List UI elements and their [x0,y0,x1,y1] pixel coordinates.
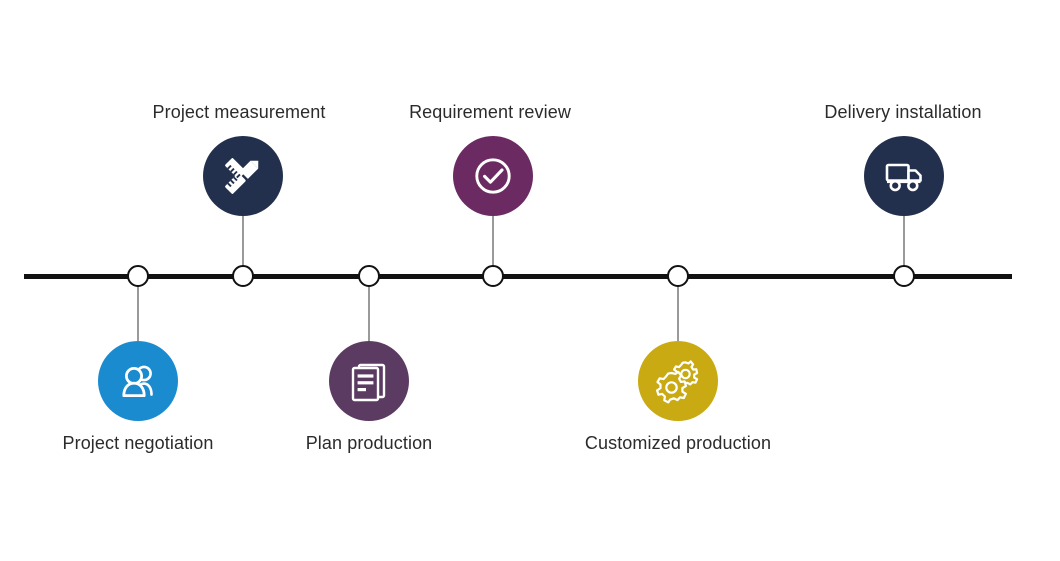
delivery-truck-icon [881,153,927,199]
step-label-2: Project measurement [152,102,326,122]
pencil-ruler-icon [220,153,266,199]
step-icon-disc-6[interactable] [864,136,944,216]
step-label-6: Delivery installation [824,102,982,122]
step-icon-disc-5[interactable] [638,341,718,421]
timeline-node-4[interactable] [482,265,504,287]
timeline-node-5[interactable] [667,265,689,287]
connector-stem-2 [242,216,244,278]
step-icon-disc-2[interactable] [203,136,283,216]
connector-stem-1 [137,277,139,341]
timeline-node-1[interactable] [127,265,149,287]
step-label-4: Requirement review [409,102,571,122]
timeline-node-2[interactable] [232,265,254,287]
step-label-3: Plan production [305,433,433,453]
timeline-node-6[interactable] [893,265,915,287]
timeline-axis [24,274,1012,279]
gears-icon [654,357,702,405]
check-circle-icon [470,153,516,199]
connector-stem-4 [492,216,494,278]
connector-stem-5 [677,277,679,341]
connector-stem-3 [368,277,370,341]
step-label-5: Customized production [584,433,772,453]
step-label-1: Project negotiation [62,433,214,453]
documents-stack-icon [346,358,392,404]
step-icon-disc-3[interactable] [329,341,409,421]
step-icon-disc-4[interactable] [453,136,533,216]
timeline-node-3[interactable] [358,265,380,287]
step-icon-disc-1[interactable] [98,341,178,421]
users-group-icon [114,357,162,405]
connector-stem-6 [903,216,905,278]
